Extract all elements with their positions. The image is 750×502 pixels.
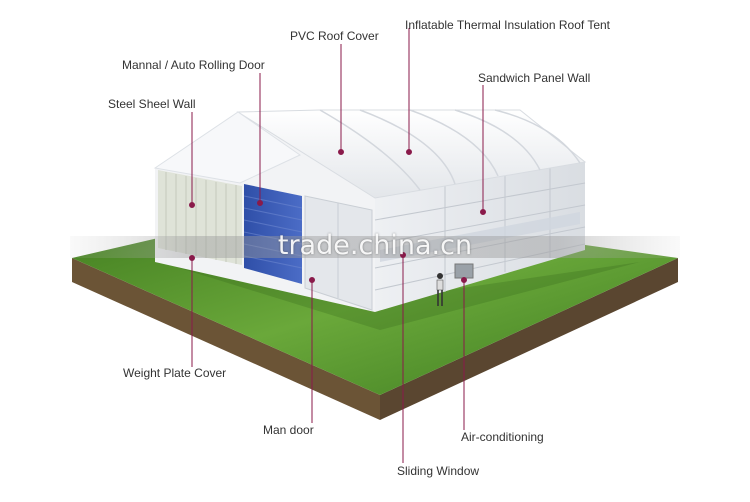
label-air-conditioning: Air-conditioning — [461, 430, 544, 444]
grass-shadow — [160, 262, 640, 330]
label-steel-sheet-wall: Steel Sheel Wall — [108, 97, 196, 111]
watermark-text: trade.china.cn — [277, 230, 473, 261]
leader-steel-wall — [189, 112, 195, 208]
leader-lines — [189, 28, 486, 463]
roof-gable-slope — [153, 111, 302, 184]
air-conditioner-unit — [454, 263, 474, 279]
watermark-band — [70, 236, 680, 258]
label-man-door: Man door — [263, 423, 314, 437]
soil-right-side — [380, 258, 678, 420]
label-inflatable-roof-tent: Inflatable Thermal Insulation Roof Tent — [405, 18, 611, 32]
leader-rolling-door — [257, 73, 263, 206]
person-figure — [436, 273, 444, 306]
label-weight-plate-cover: Weight Plate Cover — [123, 366, 227, 380]
leader-pvc-roof — [338, 44, 344, 155]
leader-sliding-window — [400, 252, 406, 463]
label-rolling-door: Mannal / Auto Rolling Door — [122, 58, 265, 72]
leader-weight-plate — [189, 255, 195, 367]
inflatable-roof-arches — [319, 109, 581, 191]
leader-man-door — [309, 277, 315, 423]
leader-sandwich-wall — [480, 85, 486, 215]
tent — [153, 109, 587, 312]
leader-air-conditioning — [461, 277, 467, 430]
label-sandwich-panel-wall: Sandwich Panel Wall — [478, 71, 591, 85]
leader-inflatable-roof — [406, 28, 412, 155]
label-pvc-roof-cover: PVC Roof Cover — [290, 29, 379, 43]
label-sliding-window: Sliding Window — [397, 464, 480, 478]
soil-left-side — [72, 258, 380, 420]
pvc-roof-cover — [236, 109, 587, 199]
